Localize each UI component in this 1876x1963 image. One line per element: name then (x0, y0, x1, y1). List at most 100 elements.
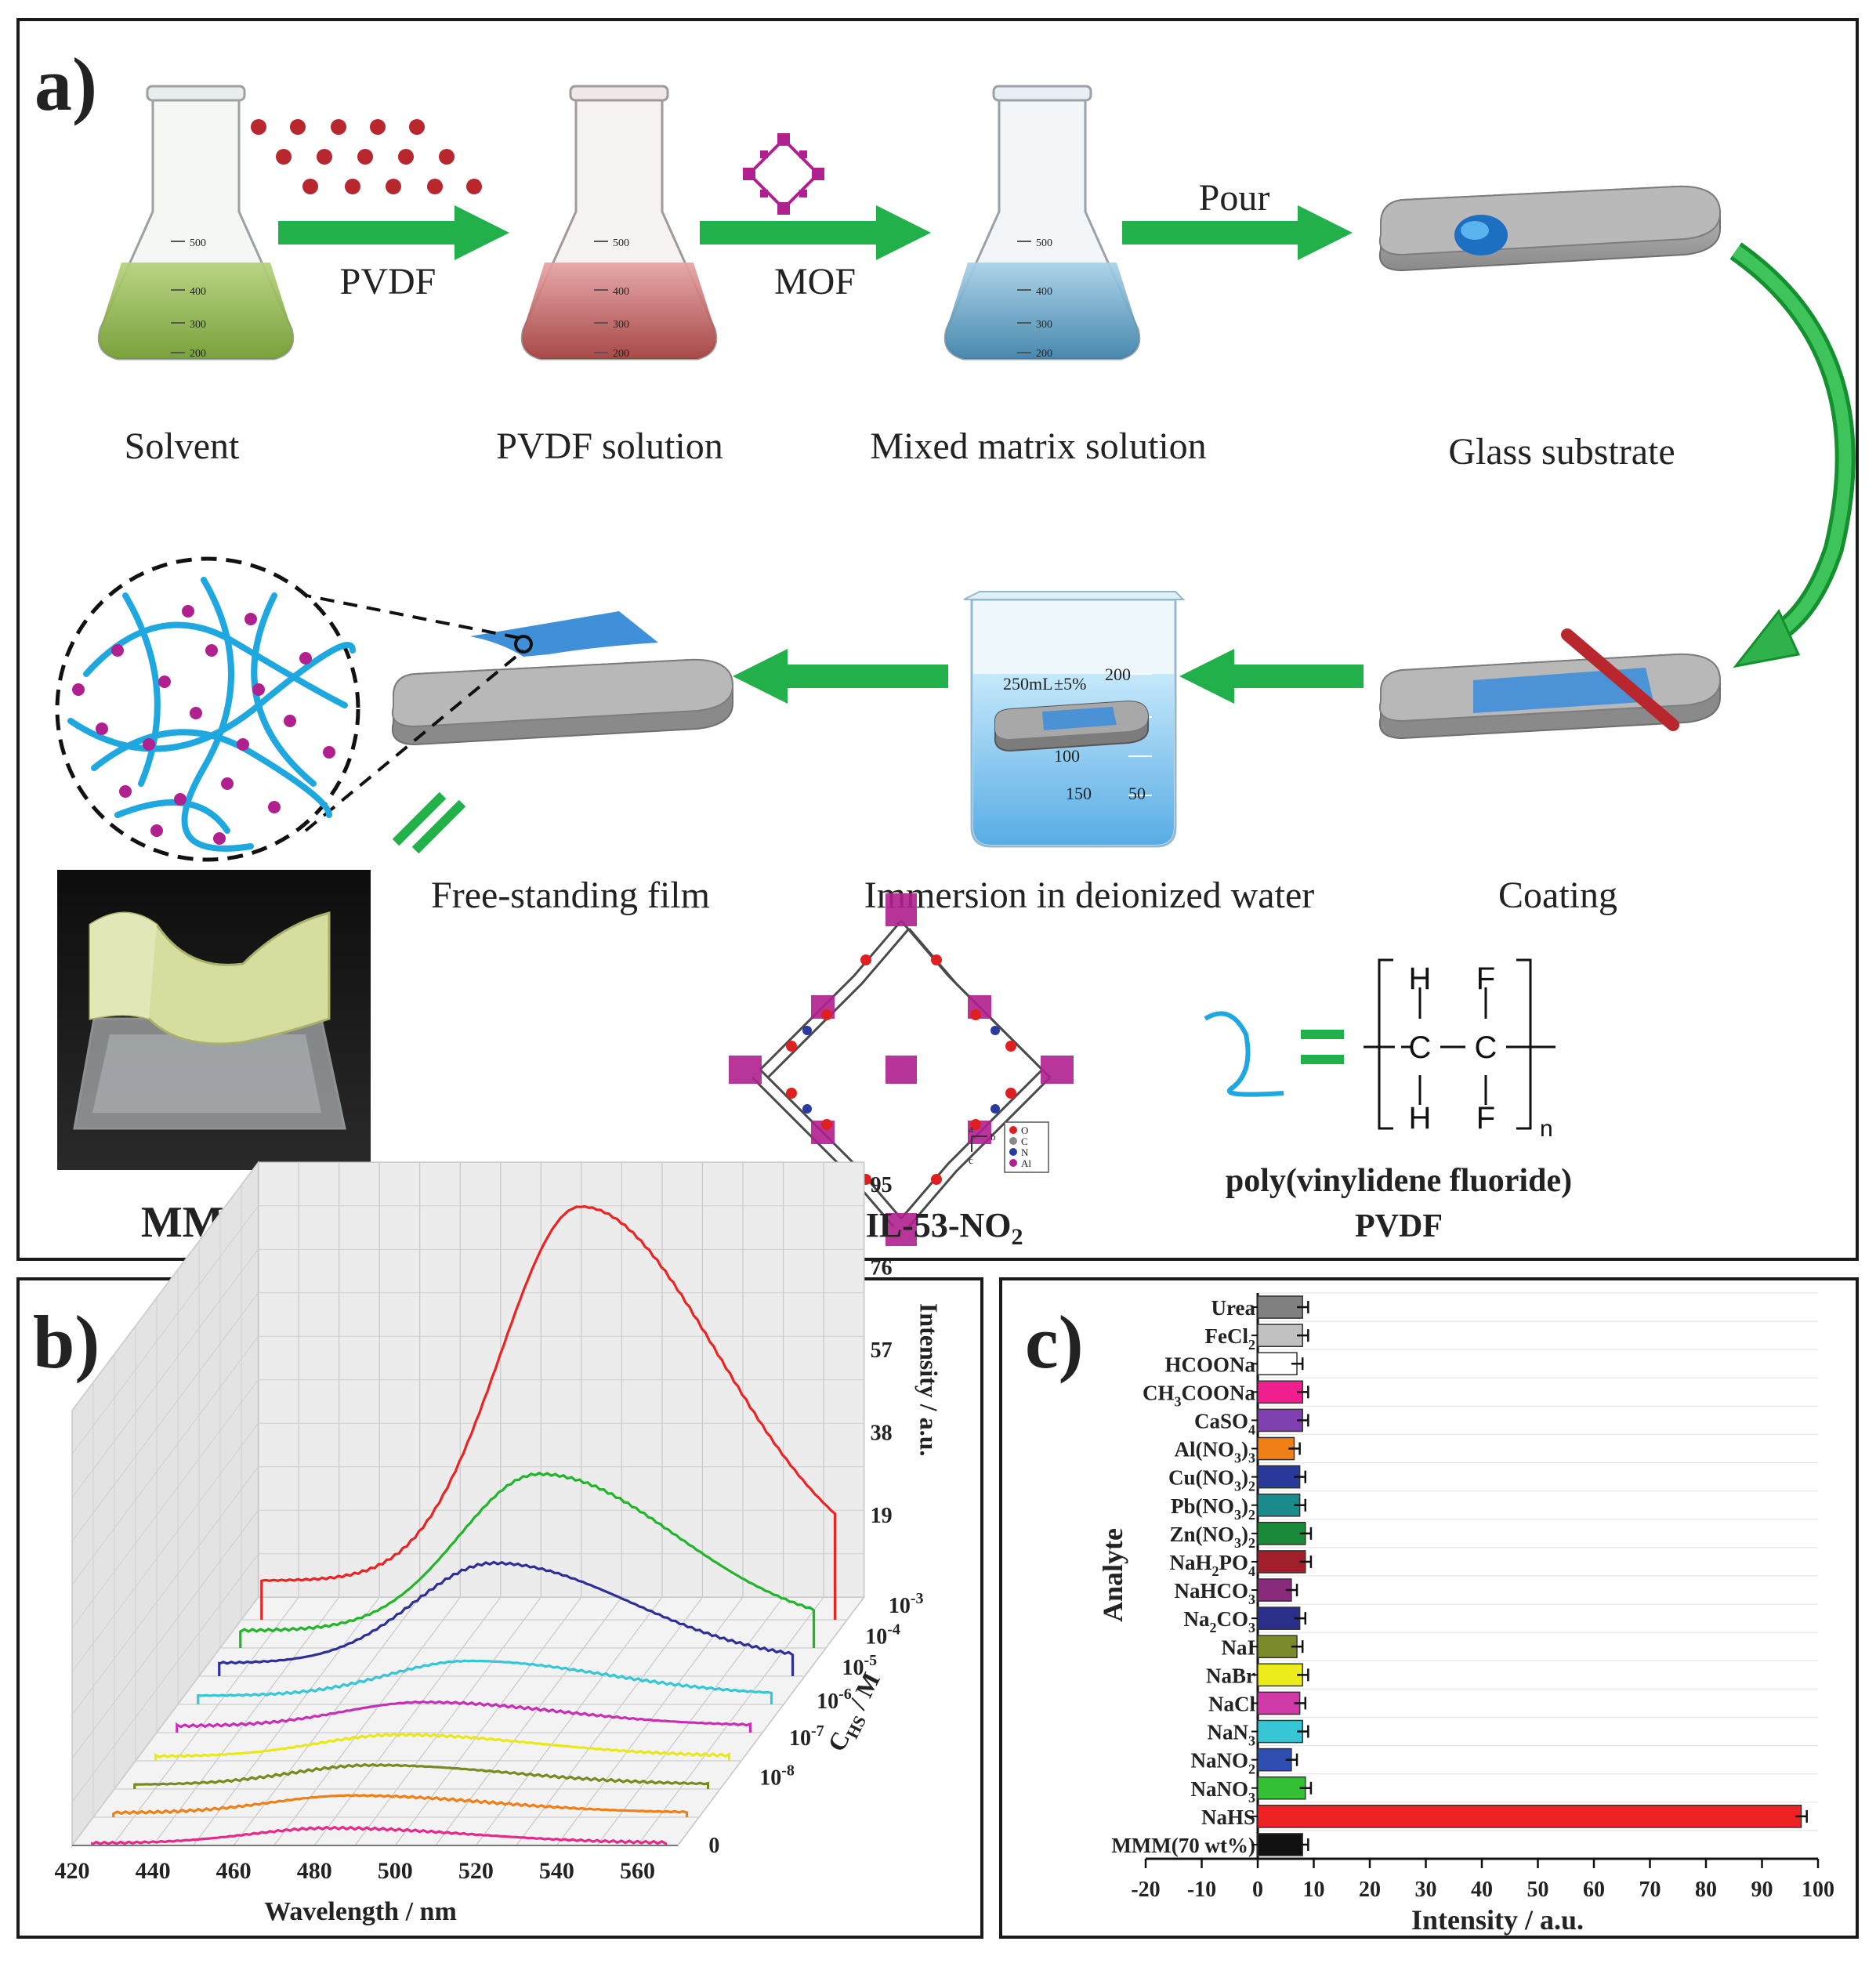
pvdf-atom: H (1409, 1101, 1432, 1135)
beaker-mark: 200 (1105, 665, 1131, 684)
concentration-tick-label: 10-5 (842, 1652, 878, 1680)
analyte-label: FeCl2 (1205, 1324, 1255, 1353)
x-tick-label: 40 (1471, 1878, 1493, 1902)
pvdf-caption-line2: PVDF (1355, 1208, 1443, 1244)
mof-axis-label: a (969, 1123, 973, 1135)
spectrum-line (260, 1204, 837, 1621)
zoom-marker (514, 635, 533, 654)
flask-mark: 500 (613, 237, 629, 249)
mof-axis-label: b (991, 1131, 996, 1143)
analyte-label: NaN3 (1208, 1721, 1256, 1749)
x-tick-label: 560 (620, 1858, 655, 1884)
arrow-label-pour: Pour (1199, 177, 1270, 219)
x-tick-label: 50 (1527, 1878, 1549, 1902)
x-tick-label: 440 (136, 1858, 171, 1884)
coating-blade (1561, 628, 1679, 731)
x-axis-label: Intensity / a.u. (1411, 1904, 1584, 1936)
x-tick-label: 20 (1359, 1878, 1381, 1902)
solvent-label: Solvent (125, 426, 240, 467)
flask-mark: 400 (1036, 286, 1052, 298)
coating-plate (1378, 628, 1722, 740)
analyte-bar (1257, 1663, 1303, 1687)
beaker-mark: 250mL (1003, 674, 1053, 694)
analyte-bar (1257, 1380, 1303, 1404)
flask-mark: 300 (613, 319, 629, 331)
x-tick-label: 0 (1252, 1878, 1263, 1902)
pvdf-atom: F (1476, 1101, 1495, 1135)
arrow-to-film (733, 649, 948, 704)
mof-legend-item: C (1021, 1135, 1028, 1147)
mof-axis-label: c (969, 1154, 973, 1166)
z-tick-label: 19 (871, 1504, 893, 1528)
mof-legend-item: Al (1021, 1157, 1031, 1169)
analyte-label: CaSO4 (1194, 1409, 1255, 1437)
flask-mark: 300 (190, 319, 206, 331)
x-tick-label: 10 (1303, 1878, 1325, 1902)
spectrum-line (197, 1659, 773, 1705)
panel-a-letter: a) (34, 42, 97, 126)
flask-mark: 200 (190, 348, 206, 360)
analyte-bar (1257, 1805, 1802, 1828)
flask-mark: 200 (1036, 348, 1052, 360)
analyte-label: Na2CO3 (1184, 1607, 1256, 1635)
analyte-label: Cu(NO3)2 (1168, 1466, 1255, 1494)
analyte-bar (1257, 1493, 1301, 1517)
analyte-label: NaI (1221, 1635, 1255, 1659)
arrow-pour (1122, 205, 1353, 260)
z-tick-label: 57 (871, 1338, 893, 1363)
analyte-bar (1257, 1691, 1301, 1715)
mof-legend-item: N (1021, 1146, 1029, 1158)
y-axis-label: Analyte (1097, 1528, 1128, 1622)
x-tick-label: 30 (1415, 1878, 1437, 1902)
analyte-bar (1257, 1635, 1298, 1659)
pvdf-atom: C (1409, 1030, 1432, 1065)
equals-sign (392, 791, 466, 854)
analyte-label: NaBr (1206, 1664, 1255, 1687)
panel-c: c) UreaFeCl2HCOONaCH3COONaCaSO4Al(NO3)3C… (999, 1277, 1859, 1939)
pvdf-particles (251, 119, 482, 194)
z-tick-label: 76 (871, 1255, 893, 1280)
analyte-bar (1257, 1833, 1303, 1856)
x-tick-label: 70 (1639, 1878, 1661, 1902)
z-tick-label: 95 (871, 1173, 893, 1197)
pvdf-structure: H C H F C F n (1204, 958, 1555, 1142)
free-standing-film-plate (391, 611, 734, 746)
mof-legend-item: O (1021, 1125, 1028, 1136)
analyte-bar (1257, 1436, 1295, 1461)
analyte-label: NaCl (1208, 1692, 1255, 1715)
pvdf-repeat-n: n (1540, 1116, 1553, 1142)
beaker: 250mL ±5% 200 150 100 50 (963, 591, 1186, 848)
analyte-label: MMM(70 wt%) (1111, 1834, 1255, 1857)
arrow-mof (700, 205, 931, 260)
mof-droplet (1454, 215, 1508, 255)
spectrum-line (91, 1825, 668, 1846)
spectrum-line (239, 1471, 816, 1649)
x-tick-label: -10 (1187, 1878, 1216, 1902)
spectrum-line (154, 1732, 731, 1762)
arrow-to-immersion (1179, 649, 1364, 704)
mmms-photo (57, 870, 371, 1170)
analyte-label: Zn(NO3)2 (1169, 1523, 1255, 1551)
pvdf-atom: H (1409, 962, 1432, 996)
x-tick-label: 90 (1751, 1878, 1773, 1902)
curved-arrow (1729, 242, 1856, 668)
x-tick-label: -20 (1131, 1878, 1160, 1902)
coated-film (1473, 668, 1653, 713)
flask-mark: 400 (613, 286, 629, 298)
pvdf-strand-icon (1204, 1011, 1284, 1097)
x-tick-label: 460 (216, 1858, 252, 1884)
immersion-label: Immersion in deionized water (864, 875, 1314, 916)
z-axis-label: Intensity / a.u. (915, 1303, 943, 1457)
pvdf-solution-flask: 500 400 300 200 (520, 85, 718, 360)
waterfall-curves (91, 1204, 837, 1846)
concentration-tick-label: 10-6 (817, 1686, 852, 1714)
analyte-label: NaNO2 (1191, 1749, 1256, 1777)
arrow-label-mof: MOF (774, 261, 856, 302)
concentration-tick-label: 10-7 (789, 1722, 824, 1751)
x-tick-label: 80 (1695, 1878, 1717, 1902)
mmm-network-zoom (55, 556, 525, 862)
glass-substrate-label: Glass substrate (1448, 431, 1675, 473)
analyte-bar (1257, 1465, 1301, 1489)
flask-mark: 300 (1036, 319, 1052, 331)
